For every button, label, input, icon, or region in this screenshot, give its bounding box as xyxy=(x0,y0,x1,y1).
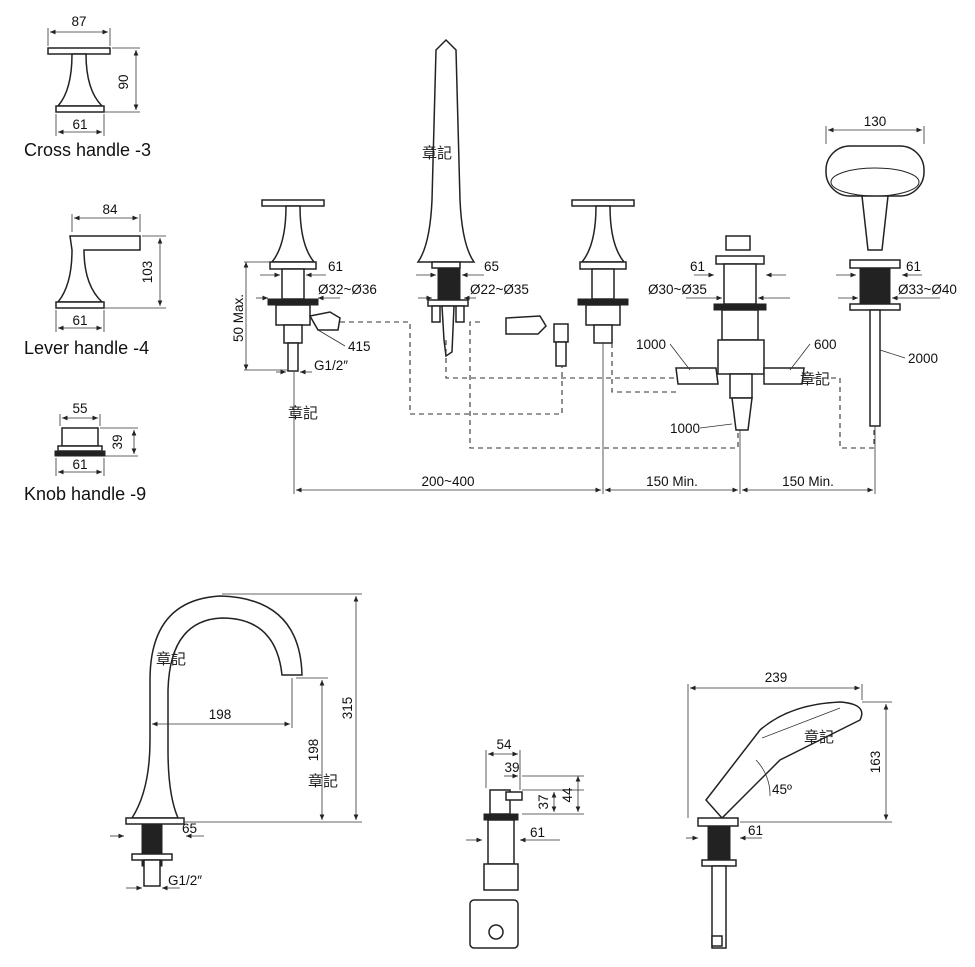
spout-height-dim: 315 xyxy=(340,697,355,720)
handshower-length-dim: 239 xyxy=(765,670,788,685)
spout-base-dim: 65 xyxy=(484,259,499,274)
diverter-h2-dim: 44 xyxy=(560,787,575,803)
watermark: 章記 xyxy=(308,772,338,790)
hose-1000-b-dim: 1000 xyxy=(670,421,700,436)
diverter-top-drawing xyxy=(669,235,811,431)
diverter-base-dim: 61 xyxy=(690,259,705,274)
knob-handle-drawing xyxy=(54,414,138,476)
spout-side-base-dim: 65 xyxy=(182,821,197,836)
watermark: 章記 xyxy=(804,728,834,746)
right-valve-drawing xyxy=(505,199,635,367)
hose-600-dim: 600 xyxy=(814,337,837,352)
lever-handle-drawing xyxy=(55,214,166,332)
lever-height-dim: 103 xyxy=(140,261,155,284)
handshower-height-dim: 163 xyxy=(868,751,883,774)
cross-base-dim: 61 xyxy=(72,117,87,132)
cross-handle-drawing xyxy=(47,28,140,136)
handshower-width-dim: 130 xyxy=(864,114,887,129)
spout-outlet-dim: 198 xyxy=(306,739,321,762)
cross-width-dim: 87 xyxy=(71,14,86,29)
handshower-angle-dim: 45º xyxy=(772,782,792,797)
diverter-side-drawing xyxy=(466,750,584,949)
knob-width-dim: 55 xyxy=(72,401,87,416)
span-2-dim: 150 Min. xyxy=(646,474,698,489)
spout-reach-dim: 198 xyxy=(209,707,232,722)
knob-handle-label: Knob handle -9 xyxy=(24,484,147,504)
spout-dia-dim: Ø22~Ø35 xyxy=(470,282,529,297)
handshower-dia-dim: Ø33~Ø40 xyxy=(898,282,957,297)
hose-1000-a-dim: 1000 xyxy=(636,337,666,352)
span-1-dim: 200~400 xyxy=(422,474,475,489)
watermark: 章記 xyxy=(422,144,452,162)
diverter-dia-dim: Ø30~Ø35 xyxy=(648,282,707,297)
handshower-side-drawing xyxy=(686,684,892,949)
diverter-base-side-dim: 61 xyxy=(530,825,545,840)
knob-base-dim: 61 xyxy=(72,457,87,472)
spout-thread-dim: G1/2″ xyxy=(168,873,202,888)
handshower-hose-dim: 2000 xyxy=(908,351,938,366)
hose-connections xyxy=(340,321,875,449)
handshower-top-drawing xyxy=(825,126,940,427)
cross-height-dim: 90 xyxy=(116,74,131,89)
hose-415-dim: 415 xyxy=(348,339,371,354)
watermark: 章記 xyxy=(288,404,318,422)
handshower-base-dim: 61 xyxy=(906,259,921,274)
watermark: 章記 xyxy=(156,650,186,668)
lever-width-dim: 84 xyxy=(102,202,118,217)
lever-handle-label: Lever handle -4 xyxy=(24,338,150,358)
watermark: 章記 xyxy=(800,370,830,388)
knob-height-dim: 39 xyxy=(110,434,125,449)
left-thread-dim: G1/2″ xyxy=(314,358,348,373)
cross-handle-label: Cross handle -3 xyxy=(24,140,152,160)
span-dimensions xyxy=(293,343,876,494)
diverter-total-width-dim: 54 xyxy=(496,737,512,752)
spout-top-drawing xyxy=(416,38,484,358)
handshower-side-base-dim: 61 xyxy=(748,823,763,838)
left-valve-dia-dim: Ø32~Ø36 xyxy=(318,282,377,297)
height-max-dim: 50 Max. xyxy=(231,294,246,342)
diverter-handle-width-dim: 39 xyxy=(504,760,519,775)
lever-base-dim: 61 xyxy=(72,313,87,328)
spout-side-drawing xyxy=(110,593,362,891)
diverter-h1-dim: 37 xyxy=(536,794,551,809)
left-valve-base-dim: 61 xyxy=(328,259,343,274)
span-3-dim: 150 Min. xyxy=(782,474,834,489)
left-valve-drawing xyxy=(243,199,346,375)
